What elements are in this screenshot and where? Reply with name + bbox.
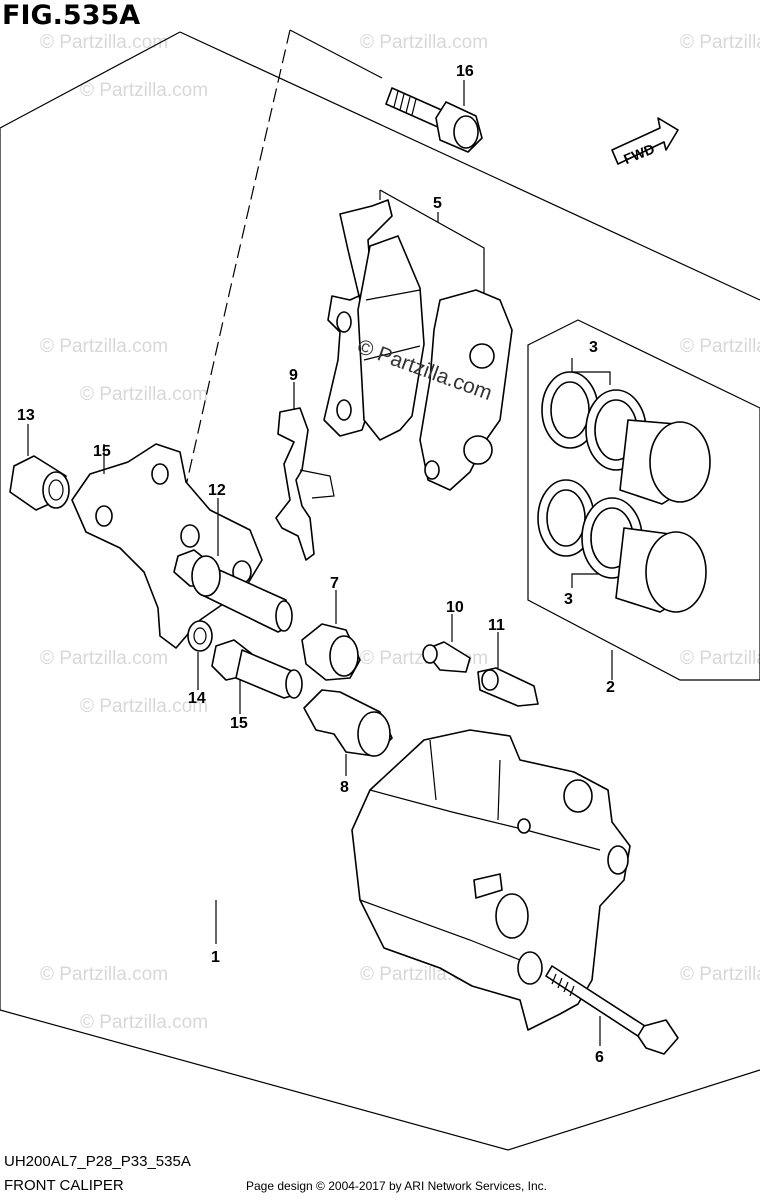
callout-2: 2 xyxy=(606,679,615,696)
pad-bracket-line xyxy=(379,189,485,298)
part-7-boot xyxy=(303,689,393,757)
callout-14: 15 xyxy=(230,715,248,732)
callout-1: 1 xyxy=(211,949,220,966)
reference-line xyxy=(185,29,291,487)
piston-box xyxy=(527,319,760,681)
watermark-text: © Partzilla.com xyxy=(680,964,760,985)
part-5-bolt xyxy=(545,965,679,1055)
part-13-washer xyxy=(187,620,213,652)
callout-13: 14 xyxy=(188,690,206,707)
part-10-cap xyxy=(477,667,539,707)
watermark-text: © Partzilla.com xyxy=(80,384,208,405)
callout-11: 12 xyxy=(208,482,226,499)
watermark-text: © Partzilla.com xyxy=(40,32,168,53)
callout-3-top: 3 xyxy=(589,339,598,356)
part-15-bracket xyxy=(71,443,263,649)
part-9-bleeder xyxy=(422,641,471,673)
watermark-text: © Partzilla.com xyxy=(80,1012,208,1033)
copyright-footer: Page design © 2004-2017 by ARI Network S… xyxy=(246,1179,548,1193)
pistons xyxy=(615,419,711,613)
watermark-text: © Partzilla.com xyxy=(80,80,208,101)
watermark-text: © Partzilla.com xyxy=(80,696,208,717)
callout-8: 9 xyxy=(289,367,298,384)
figure-subtitle: FRONT CALIPER xyxy=(4,1177,124,1194)
callout-5: 6 xyxy=(595,1049,604,1066)
watermark-text: © Partzilla.com xyxy=(40,648,168,669)
part-1-caliper-body xyxy=(351,729,631,1031)
leader-lines xyxy=(27,80,601,1046)
watermark-text: © Partzilla.com xyxy=(40,336,168,357)
figure-title: FIG.535A xyxy=(2,0,141,31)
callout-7: 8 xyxy=(340,779,349,796)
part-16-bolt xyxy=(385,87,483,153)
watermark-text: © Partzilla.com xyxy=(680,648,760,669)
assembly-outline-top xyxy=(179,31,760,301)
callout-3-bottom: 3 xyxy=(564,591,573,608)
callout-12: 13 xyxy=(17,407,35,424)
reference-line xyxy=(289,29,383,79)
callout-9: 10 xyxy=(446,599,464,616)
seal-bracket xyxy=(571,358,611,385)
callout-6: 7 xyxy=(330,575,339,592)
assembly-outline xyxy=(0,31,760,1151)
watermark-text: © Partzilla.com xyxy=(40,964,168,985)
fwd-arrow-icon: FWD xyxy=(611,117,679,167)
callout-15: 15 xyxy=(93,443,111,460)
part-6-boot xyxy=(301,623,361,681)
watermark-text: © Partzilla.com xyxy=(680,32,760,53)
part-12-sleeve xyxy=(9,455,70,511)
callout-10: 11 xyxy=(488,617,505,634)
part-4-brake-pads xyxy=(323,199,513,491)
figure-code: UH200AL7_P28_P33_535A xyxy=(4,1153,191,1170)
watermark-text: © Partzilla.com xyxy=(360,32,488,53)
part-14-slide-pin xyxy=(211,639,303,699)
callout-4: 5 xyxy=(433,195,442,212)
callout-16: 16 xyxy=(456,63,474,80)
part-11-slide-pin xyxy=(173,549,293,633)
part-8-pad-spring xyxy=(275,407,335,561)
watermark-text: © Partzilla.com xyxy=(680,336,760,357)
